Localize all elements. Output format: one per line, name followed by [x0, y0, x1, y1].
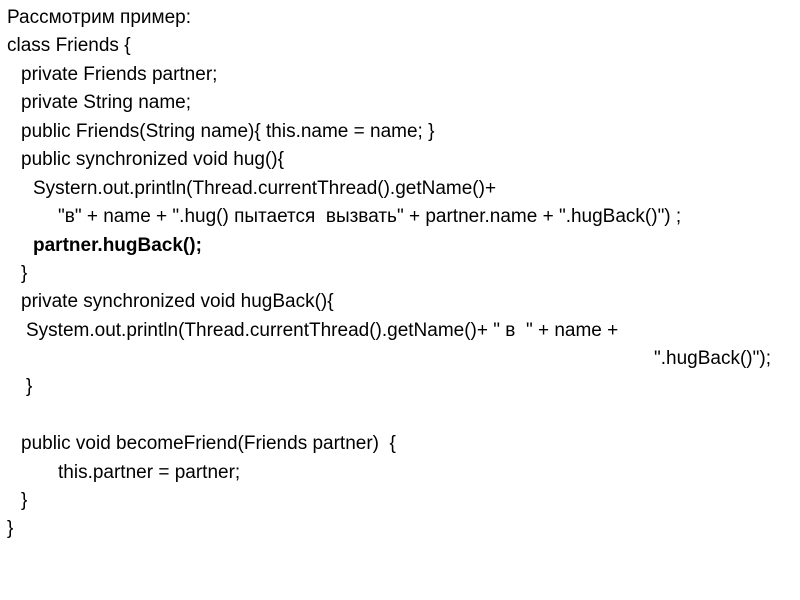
code-line-hug-println: Systern.out.println(Thread.currentThread… — [33, 178, 497, 199]
code-line-constructor: public Friends(String name){ this.name =… — [21, 121, 435, 142]
code-line-becomefriend-decl: public void becomeFriend(Friends partner… — [21, 433, 396, 454]
code-line-hug-close: } — [21, 263, 28, 284]
code-line-class-close: } — [7, 518, 14, 539]
code-line-assign-partner: this.partner = partner; — [58, 462, 241, 483]
intro-text: Рассмотрим пример: — [7, 7, 191, 28]
code-line-hug-decl: public synchronized void hug(){ — [21, 149, 284, 170]
code-line-hugback-decl: private synchronized void hugBack(){ — [21, 291, 334, 312]
code-line-hugback-println-cont: ".hugBack()"); — [654, 348, 771, 369]
code-line-hugback-close: } — [26, 376, 33, 397]
code-line-field-partner: private Friends partner; — [21, 64, 218, 85]
code-line-partner-hugback: partner.hugBack(); — [33, 235, 202, 256]
code-line-hug-println-cont: "в" + name + ".hug() пытается вызвать" +… — [58, 206, 682, 227]
code-line-becomefriend-close: } — [21, 490, 28, 511]
code-line-class-decl: class Friends { — [7, 35, 131, 56]
code-line-field-name: private String name; — [21, 92, 192, 113]
code-line-hugback-println: System.out.println(Thread.currentThread(… — [26, 320, 619, 341]
